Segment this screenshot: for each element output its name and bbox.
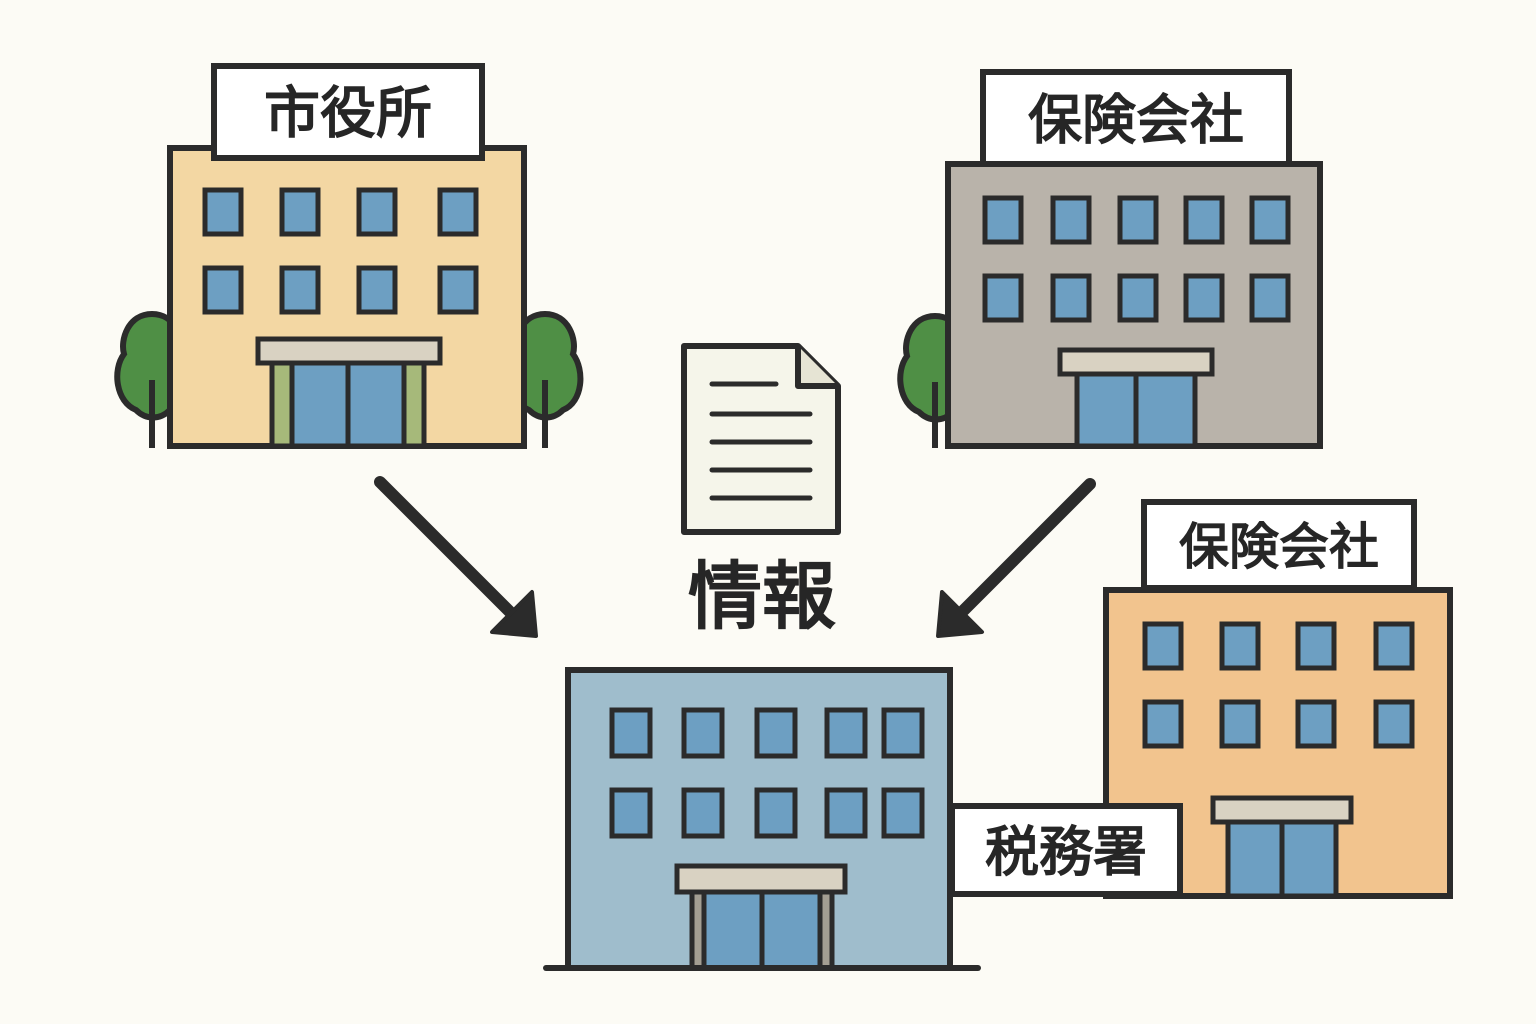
insurance-company-right-label: 保険会社 [1179,518,1379,576]
tax-office-building: 税務署 [543,667,1183,971]
city-hall-windows [202,187,479,315]
insurance-company-top-sign [980,69,1292,167]
tax-office-label: 税務署 [985,821,1147,884]
insurance-company-top-building: 保険会社 [897,69,1323,449]
document-label: 情報 [688,554,836,640]
arrowhead-icon [936,590,984,638]
tax-office-windows [609,707,925,839]
insurance-company-right-entrance [1210,795,1354,899]
document-icon [681,343,841,535]
city-hall-sign [211,63,485,161]
tax-office-sign [949,803,1183,897]
tax-office-entrance [674,863,848,971]
insurance-company-top-label: 保険会社 [1028,89,1244,152]
arrowhead-icon [490,590,538,638]
city-hall-building: 市役所 [114,63,584,449]
arrow-city-hall-to-tax-office [374,476,516,618]
insurance-company-right-windows [1142,621,1415,749]
city-hall-entrance [255,336,443,449]
insurance-company-right-sign [1141,499,1417,591]
city-hall-label: 市役所 [264,82,432,147]
insurance-company-top-entrance [1057,347,1215,449]
arrow-insurance-to-tax-office [956,478,1096,618]
insurance-company-top-windows [982,195,1291,323]
